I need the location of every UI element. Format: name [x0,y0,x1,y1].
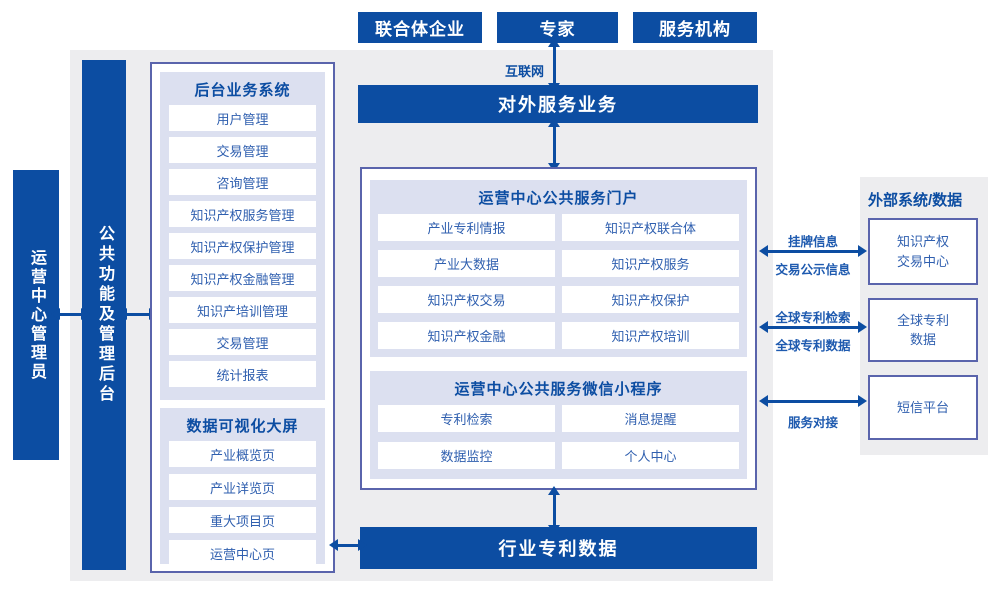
arrow-portal-to-sms-platform [759,395,867,407]
backoffice-item: 交易管理 [169,329,316,355]
portal-item: 知识产权保护 [562,286,739,313]
portal-title: 运营中心公共服务门户 [478,190,639,207]
portal-item: 知识产权服务 [562,250,739,277]
dashboard-item: 产业概览页 [169,441,316,467]
backoffice-item: 咨询管理 [169,169,316,195]
industry-patent-data-bar: 行业专利数据 [360,527,757,569]
link-label-global-patent-search: 全球专利检索 [775,311,851,325]
arrow-portal-to-global-patent-data [759,321,867,333]
arrow-portal-to-ip-trading-center [759,245,867,257]
external-system-ip-trading-center: 知识产权 交易中心 [868,218,978,285]
arrow-internet-to-external-service [548,38,560,92]
backoffice-item: 知识产权服务管理 [169,201,316,227]
portal-item: 产业专利情报 [378,214,555,241]
external-service-bar: 对外服务业务 [358,85,758,123]
external-system-sms-platform: 短信平台 [868,375,978,440]
dashboard-title: 数据可视化大屏 [186,418,299,435]
portal-item: 知识产权交易 [378,286,555,313]
backoffice-dashboard-box: 后台业务系统 用户管理 交易管理 咨询管理 知识产权服务管理 知识产权保护管理 … [150,62,335,573]
arrow-backend-to-backoffice [118,308,158,320]
miniprogram-item: 个人中心 [562,442,739,469]
dashboard-item: 产业详览页 [169,474,316,500]
dashboard-item: 运营中心页 [169,540,316,566]
external-system-global-patent-data: 全球专利 数据 [868,298,978,362]
arrow-dashboard-to-industry-data [329,539,367,551]
arrow-admin-to-backend [51,308,90,320]
backoffice-list: 用户管理 交易管理 咨询管理 知识产权服务管理 知识产权保护管理 知识产权金融管… [169,105,316,387]
link-label-service-connection: 服务对接 [787,416,838,430]
backoffice-item: 知识产权保护管理 [169,233,316,259]
link-label-listing-info: 挂牌信息 [787,235,838,249]
backoffice-title: 后台业务系统 [194,82,291,99]
link-label-trade-publicity-info: 交易公示信息 [775,263,851,277]
actor-service-agency: 服务机构 [633,12,757,43]
internet-label: 互联网 [504,64,544,79]
arrow-miniprogram-to-industry-data [548,486,560,534]
miniprogram-item: 专利检索 [378,405,555,432]
miniprogram-panel: 运营中心公共服务微信小程序 专利检索 消息提醒 数据监控 个人中心 [370,371,747,479]
portal-miniprogram-box: 运营中心公共服务门户 产业专利情报 知识产权联合体 产业大数据 知识产权服务 知… [360,167,757,490]
actor-consortium-enterprise: 联合体企业 [358,12,482,43]
backoffice-item: 交易管理 [169,137,316,163]
backoffice-item: 统计报表 [169,361,316,387]
dashboard-item: 重大项目页 [169,507,316,533]
portal-item: 知识产权金融 [378,322,555,349]
actor-expert: 专家 [497,12,618,43]
miniprogram-item: 消息提醒 [562,405,739,432]
external-systems-title: 外部系统/数据 [868,192,963,209]
dashboard-list: 产业概览页 产业详览页 重大项目页 运营中心页 [169,441,316,566]
backoffice-item: 用户管理 [169,105,316,131]
link-label-global-patent-data: 全球专利数据 [775,339,851,353]
arrow-external-service-to-portal [548,118,560,172]
miniprogram-grid: 专利检索 消息提醒 数据监控 个人中心 [378,405,739,469]
miniprogram-title: 运营中心公共服务微信小程序 [454,381,663,398]
backoffice-panel: 后台业务系统 用户管理 交易管理 咨询管理 知识产权服务管理 知识产权保护管理 … [160,72,325,400]
dashboard-panel: 数据可视化大屏 产业概览页 产业详览页 重大项目页 运营中心页 [160,408,325,566]
portal-panel: 运营中心公共服务门户 产业专利情报 知识产权联合体 产业大数据 知识产权服务 知… [370,180,747,357]
portal-item: 知识产权联合体 [562,214,739,241]
portal-item: 知识产权培训 [562,322,739,349]
portal-grid: 产业专利情报 知识产权联合体 产业大数据 知识产权服务 知识产权交易 知识产权保… [378,214,739,349]
portal-item: 产业大数据 [378,250,555,277]
miniprogram-item: 数据监控 [378,442,555,469]
backoffice-item: 知识产权金融管理 [169,265,316,291]
backoffice-item: 知识产培训管理 [169,297,316,323]
